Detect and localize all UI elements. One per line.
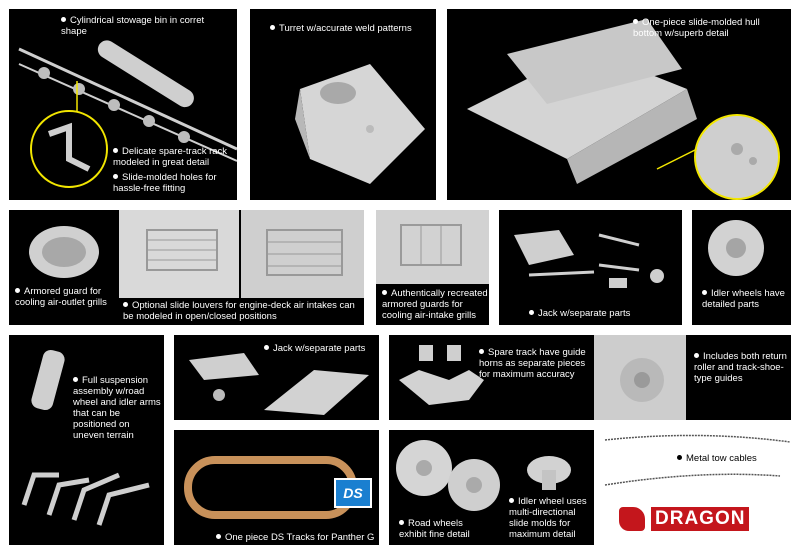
road-wheels-caption: Road wheels exhibit fine detail bbox=[399, 518, 470, 540]
hull-bottom-illustration bbox=[467, 19, 780, 200]
panel-wheels: Road wheels exhibit fine detail Idler wh… bbox=[389, 430, 594, 545]
panel-suspension: Full suspension assembly w/road wheel an… bbox=[9, 335, 164, 545]
panel-armored-guard-intake: Authentically recreated armored guards f… bbox=[376, 210, 489, 325]
panel-turret: Turret w/accurate weld patterns bbox=[250, 9, 436, 200]
wheels-illustration bbox=[396, 440, 571, 511]
tow-cables-caption: Metal tow cables bbox=[677, 453, 797, 464]
outlet-guard-illustration bbox=[29, 226, 99, 278]
dragon-head-icon bbox=[619, 507, 645, 531]
slide-holes-caption: Slide-molded holes for hassle-free fitti… bbox=[113, 172, 217, 194]
panel-return-roller: Includes both return roller and track-sh… bbox=[594, 335, 791, 420]
ds-tracks-caption: One piece DS Tracks for Panther G bbox=[216, 532, 376, 543]
return-roller-caption: Includes both return roller and track-sh… bbox=[694, 351, 787, 384]
idler-wheel-illustration bbox=[708, 220, 764, 276]
spare-track-caption: Spare track have guide horns as separate… bbox=[479, 347, 586, 380]
turret-caption: Turret w/accurate weld patterns bbox=[270, 23, 430, 34]
ds-logo: DS bbox=[334, 478, 372, 508]
panel-jack-top: Jack w/separate parts bbox=[499, 210, 682, 325]
intake-guard-photo bbox=[376, 210, 489, 284]
jack-parts-illustration bbox=[514, 230, 664, 288]
jack-top-caption: Jack w/separate parts bbox=[529, 308, 679, 319]
armored-guard-intake-caption: Authentically recreated armored guards f… bbox=[382, 288, 488, 321]
panel-jack-mid: Jack w/separate parts bbox=[174, 335, 379, 420]
suspension-caption: Full suspension assembly w/road wheel an… bbox=[73, 375, 161, 441]
hull-bottom-caption: One-piece slide-molded hull bottom w/sup… bbox=[633, 17, 760, 39]
armored-guard-outlet-caption: Armored guard for cooling air-outlet gri… bbox=[15, 286, 107, 308]
idler-wheels-caption: Idler wheels have detailed parts bbox=[702, 288, 785, 310]
jack-mid-caption: Jack w/separate parts bbox=[264, 343, 376, 354]
panel-stowage-rack: Cylindrical stowage bin in corret shape … bbox=[9, 9, 237, 200]
dragon-wordmark: DRAGON bbox=[651, 507, 750, 531]
spare-track-illustration bbox=[399, 345, 484, 405]
panel-hull-bottom: One-piece slide-molded hull bottom w/sup… bbox=[447, 9, 791, 200]
idler-wheel-molds-caption: Idler wheel uses multi-directional slide… bbox=[509, 496, 587, 540]
stowage-rack-illustration bbox=[18, 40, 237, 188]
return-roller-detail bbox=[620, 358, 664, 402]
intake-guard-detail bbox=[400, 224, 462, 266]
dragon-logo: DRAGON bbox=[619, 505, 779, 535]
spare-track-rack-caption: Delicate spare-track rack modeled in gre… bbox=[113, 146, 228, 168]
turret-illustration bbox=[295, 64, 425, 184]
panel-idler-wheels: Idler wheels have detailed parts bbox=[692, 210, 791, 325]
jack-assembly-illustration bbox=[189, 353, 369, 415]
louvers-detail bbox=[146, 229, 343, 276]
panel-armored-guard-outlet: Armored guard for cooling air-outlet gri… bbox=[9, 210, 117, 325]
stowage-bin-caption: Cylindrical stowage bin in corret shape bbox=[61, 15, 205, 37]
louvers-caption: Optional slide louvers for engine-deck a… bbox=[123, 300, 355, 322]
panel-louvers: Optional slide louvers for engine-deck a… bbox=[117, 210, 364, 325]
panel-spare-track: Spare track have guide horns as separate… bbox=[389, 335, 594, 420]
suspension-illustration bbox=[21, 349, 150, 526]
louvers-closed-photo bbox=[119, 210, 239, 298]
panel-ds-tracks: DS One piece DS Tracks for Panther G bbox=[174, 430, 379, 545]
